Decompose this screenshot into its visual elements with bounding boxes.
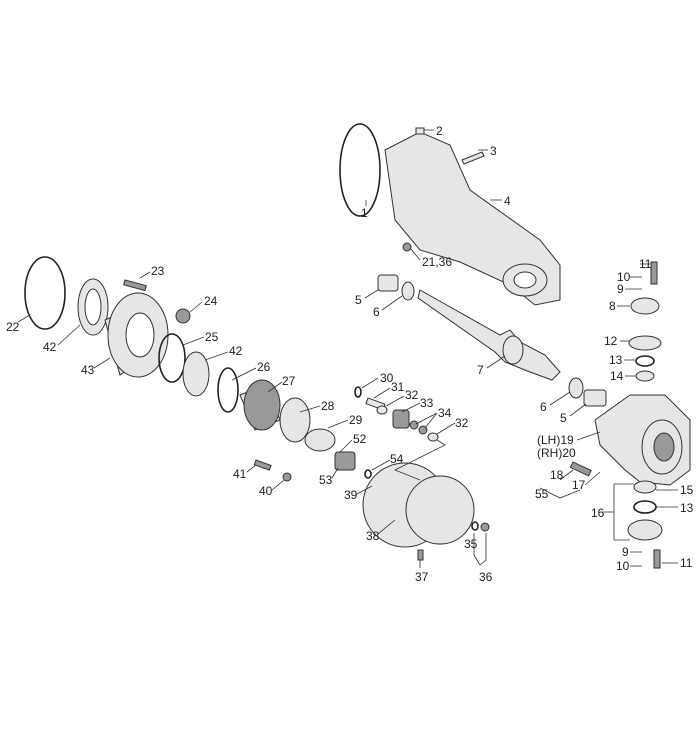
callout: 6 xyxy=(540,400,547,414)
leader-lines xyxy=(17,129,678,568)
callout: 6 xyxy=(373,305,380,319)
callout: 7 xyxy=(477,363,484,377)
callout: (LH)19 xyxy=(537,433,574,447)
callout: 28 xyxy=(321,399,335,413)
callout: 11 xyxy=(680,556,693,570)
callout: 26 xyxy=(257,360,271,374)
callout: 38 xyxy=(366,529,380,543)
callout: 13 xyxy=(609,353,623,367)
callout: 30 xyxy=(380,371,394,385)
callout: 33 xyxy=(420,396,434,410)
callout: 2 xyxy=(436,124,443,138)
callout: (RH)20 xyxy=(537,446,576,460)
planetary-carrier xyxy=(253,386,490,561)
callout: 40 xyxy=(259,484,273,498)
axle-housing xyxy=(339,123,561,306)
callout: 27 xyxy=(282,374,296,388)
callout: 16 xyxy=(591,506,605,520)
callout: 32 xyxy=(455,416,469,430)
callout: 42 xyxy=(43,340,57,354)
callout: 17 xyxy=(572,478,586,492)
axle-shaft xyxy=(377,274,607,407)
callout: 9 xyxy=(622,545,629,559)
callout: 29 xyxy=(349,413,363,427)
callout: 1 xyxy=(361,206,368,220)
callout: 4 xyxy=(504,194,511,208)
callout: 22 xyxy=(6,320,20,334)
callout: 41 xyxy=(233,467,247,481)
callout: 42 xyxy=(229,344,243,358)
callout: 24 xyxy=(204,294,218,308)
callout: 36 xyxy=(479,570,493,584)
callout: 9 xyxy=(617,282,624,296)
callout: 8 xyxy=(609,299,616,313)
callout: 43 xyxy=(81,363,95,377)
wheel-hub xyxy=(24,256,336,452)
callout: 55 xyxy=(535,487,549,501)
callout: 23 xyxy=(151,264,165,278)
callout: 34 xyxy=(438,406,452,420)
callout: 18 xyxy=(550,468,564,482)
callout: 54 xyxy=(390,452,404,466)
callout: 5 xyxy=(560,411,567,425)
callout-labels: 1 2 3 4 21,36 5 6 7 6 5 11 10 9 8 12 13 … xyxy=(6,124,694,584)
callout: 13 xyxy=(680,501,694,515)
callout: 32 xyxy=(405,388,419,402)
callout: 10 xyxy=(617,270,631,284)
callout: 52 xyxy=(353,432,367,446)
callout: 5 xyxy=(355,293,362,307)
callout: 14 xyxy=(610,369,624,383)
callout: 35 xyxy=(464,537,478,551)
callout: 10 xyxy=(616,559,630,573)
callout: 3 xyxy=(490,144,497,158)
callout: 39 xyxy=(344,488,358,502)
callout: 25 xyxy=(205,330,219,344)
callout: 53 xyxy=(319,473,333,487)
callout: 15 xyxy=(680,483,694,497)
callout: 37 xyxy=(415,570,429,584)
callout: 31 xyxy=(391,380,405,394)
steering-knuckle xyxy=(569,261,691,569)
callout: 21,36 xyxy=(422,255,452,269)
callout: 11 xyxy=(639,257,652,271)
callout: 12 xyxy=(604,334,618,348)
